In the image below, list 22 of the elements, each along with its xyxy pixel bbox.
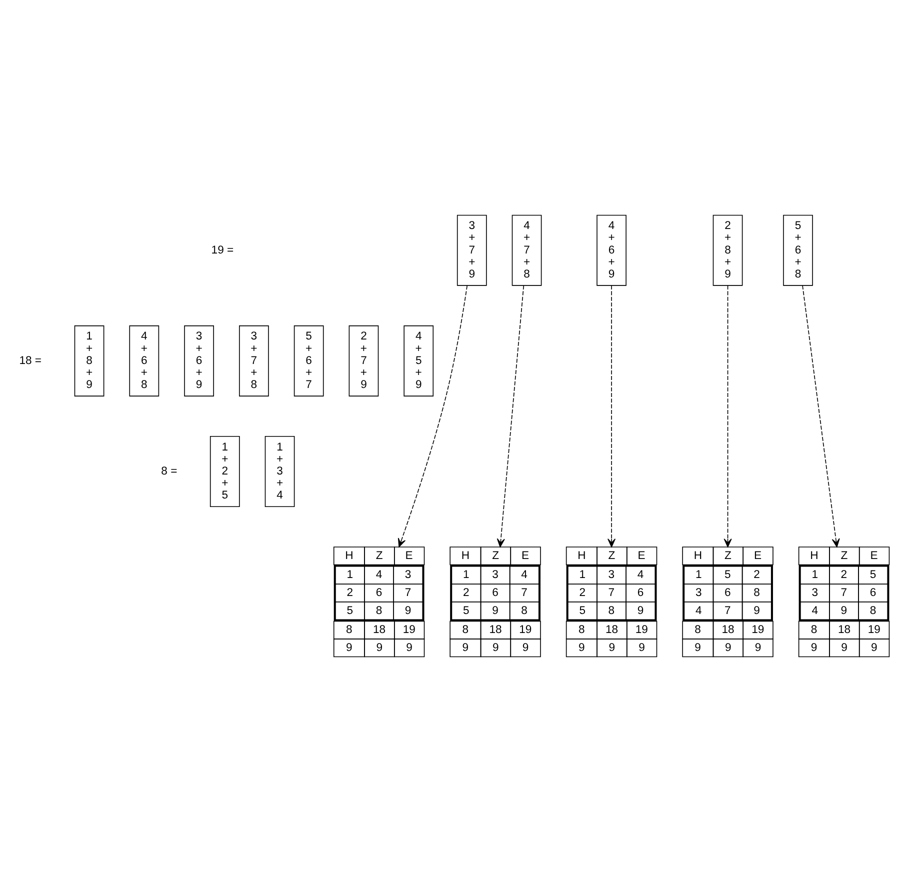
node-box: 1 + 2 + 5: [210, 436, 240, 507]
label: 19 =: [211, 244, 234, 256]
node-box: 5 + 6 + 8: [783, 214, 813, 286]
node-box: 3 + 7 + 9: [456, 214, 487, 286]
node-box: 5 + 6 + 7: [294, 324, 324, 396]
label: 18 =: [19, 354, 42, 366]
node-box: 3 + 7 + 8: [239, 324, 269, 396]
node-box: 4 + 6 + 9: [596, 214, 626, 286]
arrow: [802, 284, 840, 547]
node-box: 3 + 6 + 9: [184, 324, 214, 396]
node-box: 1 + 3 + 4: [264, 436, 295, 507]
arrow: [724, 284, 732, 547]
node-box: 4 + 6 + 8: [129, 324, 160, 396]
node-box: 2 + 7 + 9: [348, 324, 379, 396]
node-box: 4 + 7 + 8: [512, 214, 542, 286]
arrow: [608, 284, 616, 547]
node-box: 4 + 5 + 9: [404, 324, 434, 396]
node-box: 1 + 8 + 9: [74, 324, 104, 396]
arrow: [398, 284, 468, 547]
label: 8 =: [161, 465, 178, 478]
arrow: [496, 284, 524, 547]
node-box: 2 + 8 + 9: [712, 214, 743, 286]
